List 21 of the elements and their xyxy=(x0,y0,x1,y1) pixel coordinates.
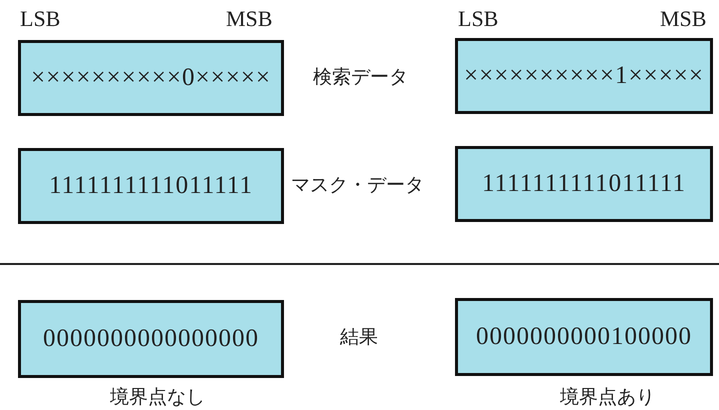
row-label: マスク・データ xyxy=(291,174,424,198)
bit-pattern: ××××××××××0××××× xyxy=(31,64,271,92)
bit-pattern: 1111111111011111 xyxy=(49,172,253,200)
bit-label: MSB xyxy=(226,6,272,32)
register-box xyxy=(18,40,284,116)
register-box xyxy=(455,38,713,114)
bit-label: LSB xyxy=(458,6,498,32)
row-label: 検索データ xyxy=(313,66,408,90)
register-box xyxy=(18,300,284,378)
bit-pattern: ××××××××××1××××× xyxy=(464,62,704,90)
register-box xyxy=(455,298,713,376)
bit-pattern: 0000000000100000 xyxy=(476,323,692,351)
bit-pattern: 1111111111011111 xyxy=(482,170,686,198)
register-box xyxy=(18,148,284,224)
bit-label: LSB xyxy=(20,6,60,32)
bit-label: MSB xyxy=(660,6,706,32)
caption-text: 境界点なし xyxy=(110,386,205,410)
caption-text: 境界点あり xyxy=(560,386,655,410)
bit-pattern: 0000000000000000 xyxy=(43,325,259,353)
register-box xyxy=(455,146,713,222)
row-label: 結果 xyxy=(340,326,378,350)
